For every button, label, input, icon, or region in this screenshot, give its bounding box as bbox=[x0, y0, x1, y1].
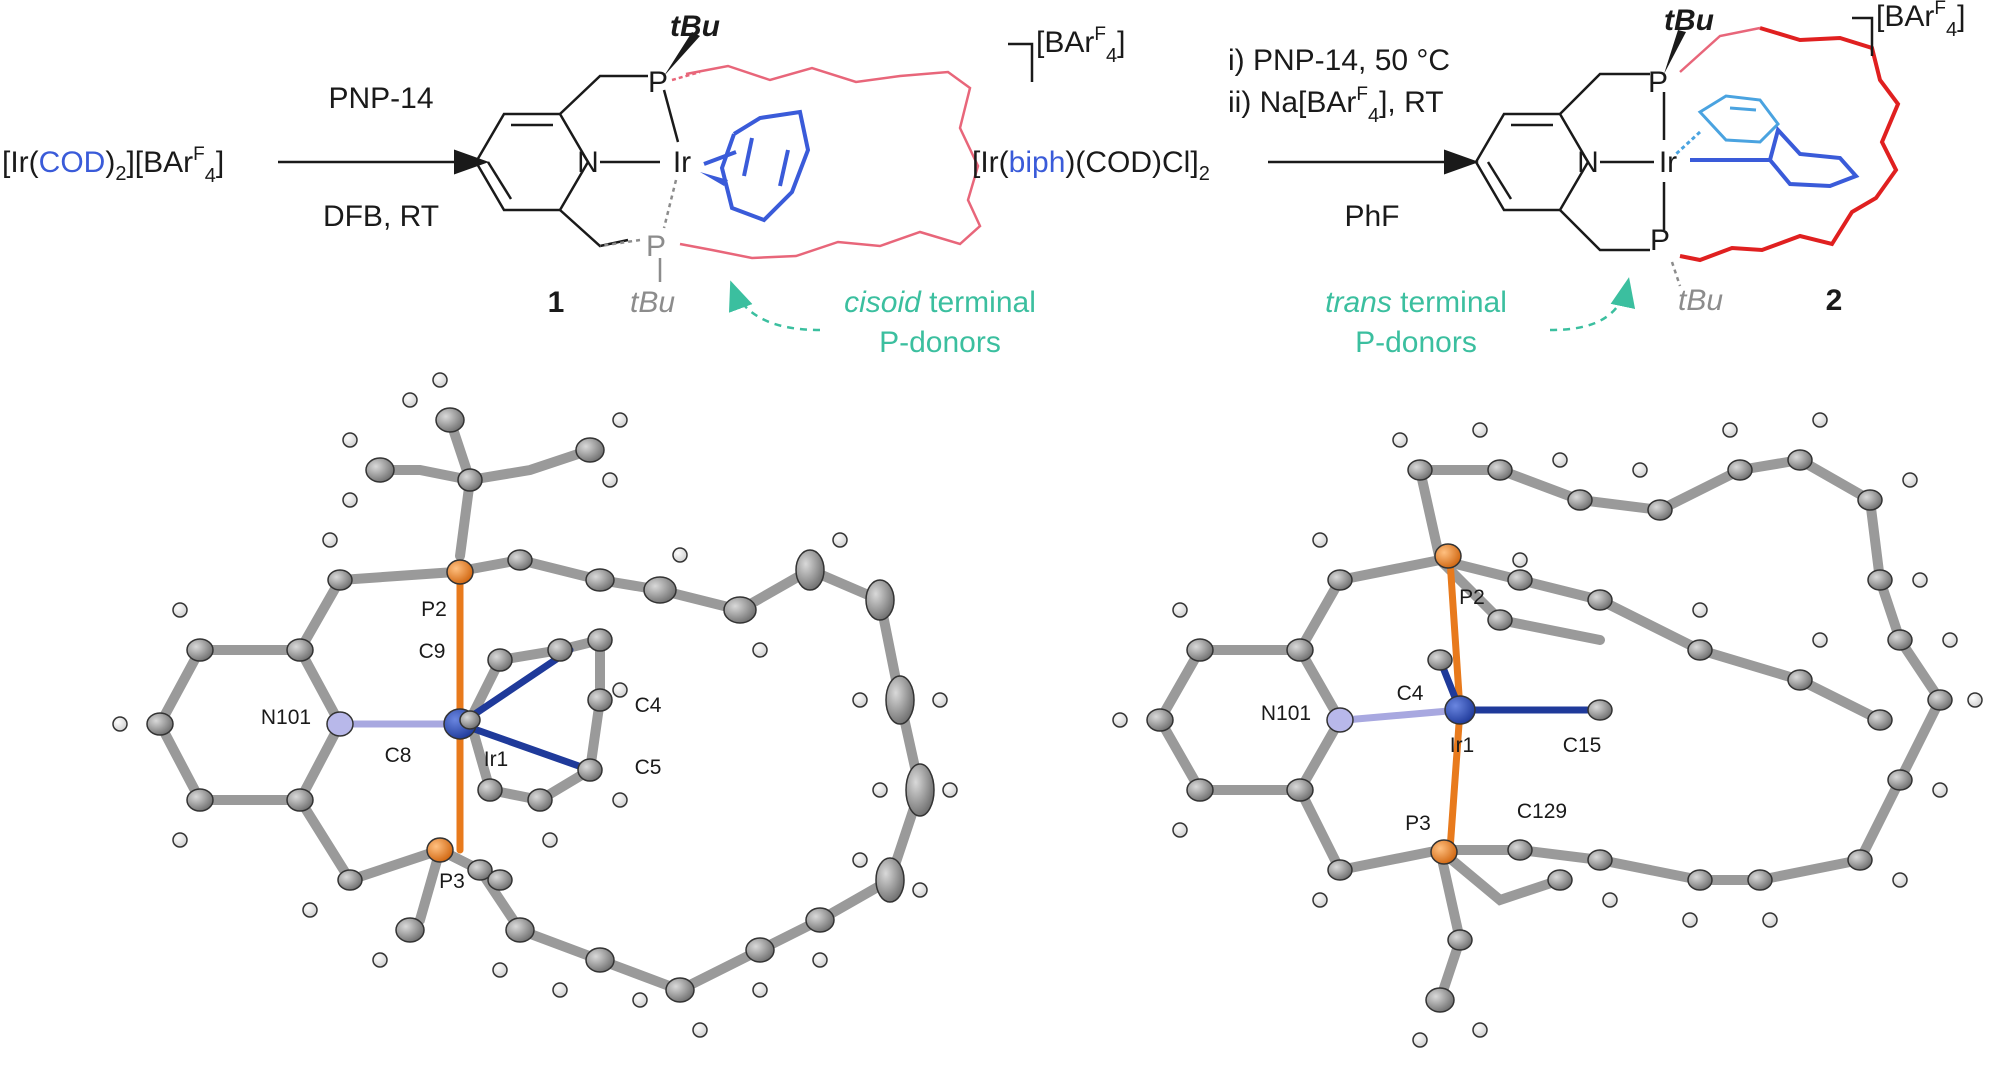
atom-P-bottom-2: P bbox=[1650, 224, 1670, 257]
label-P3-2: P3 bbox=[1405, 812, 1431, 835]
atom-N-2: N bbox=[1577, 146, 1599, 179]
left-reactant: [Ir(COD)2][BArF4] bbox=[2, 144, 224, 187]
label-C4-2: C4 bbox=[1397, 682, 1424, 705]
pink-chain-segment bbox=[1679, 26, 1761, 73]
left-reagent: PNP-14 bbox=[328, 82, 433, 115]
right-conditions: PhF bbox=[1344, 200, 1399, 233]
counter-anion-1: [BArF4] bbox=[1036, 24, 1125, 67]
cisoid-note-line1: cisoid terminal bbox=[844, 286, 1036, 319]
trans-note-line1: trans terminal bbox=[1325, 286, 1507, 319]
label-P2-1: P2 bbox=[421, 598, 447, 621]
tbu-bottom-1: tBu bbox=[630, 286, 675, 319]
label-C129-2: C129 bbox=[1517, 800, 1567, 823]
right-reactant: [Ir(biph)(COD)Cl]2 bbox=[972, 146, 1210, 185]
right-reaction: [Ir(biph)(COD)Cl]2 i) PNP-14, 50 °C ii) … bbox=[972, 0, 1965, 359]
label-C8-1: C8 bbox=[385, 744, 412, 767]
crystal-structure-1: P2 C9 C4 N101 C8 Ir1 C5 P3 bbox=[112, 372, 958, 1038]
pyridine-ring-2 bbox=[1474, 112, 1590, 212]
complex-1-structure bbox=[474, 32, 1034, 282]
cisoid-annotation-arrow bbox=[729, 280, 821, 332]
atom-P-top-1: P bbox=[648, 66, 668, 99]
atom-P-top-2: P bbox=[1648, 66, 1668, 99]
ortep-2-metal-bonds bbox=[1341, 556, 1604, 854]
atom-Ir-2: Ir bbox=[1659, 146, 1677, 179]
label-Ir1-1: Ir1 bbox=[484, 748, 509, 771]
compound-number-2: 2 bbox=[1826, 284, 1843, 317]
trans-annotation-arrow bbox=[1549, 277, 1636, 332]
red-macrocycle-chain bbox=[1679, 26, 1901, 263]
tbu-bottom-2: tBu bbox=[1678, 284, 1723, 317]
label-C4-1: C4 bbox=[635, 694, 662, 717]
label-C15-2: C15 bbox=[1563, 734, 1602, 757]
ortep-2-atoms bbox=[1112, 412, 1983, 1048]
atom-N-1: N bbox=[577, 146, 599, 179]
label-N101-1: N101 bbox=[261, 706, 311, 729]
pink-macrocycle-chain bbox=[679, 64, 982, 260]
trans-note-line2: P-donors bbox=[1355, 326, 1477, 359]
label-Ir1-2: Ir1 bbox=[1450, 734, 1475, 757]
left-conditions: DFB, RT bbox=[323, 200, 439, 233]
left-reaction: [Ir(COD)2][BArF4] PNP-14 DFB, RT bbox=[2, 10, 1125, 359]
ortep-1-metal-bonds bbox=[341, 571, 594, 854]
label-P3-1: P3 bbox=[439, 870, 465, 893]
pyridine-ring bbox=[474, 112, 590, 212]
label-C5-1: C5 bbox=[635, 756, 662, 779]
label-P2-2: P2 bbox=[1459, 586, 1485, 609]
ortep-1-bonds bbox=[154, 415, 926, 996]
atom-Ir-1: Ir bbox=[673, 146, 691, 179]
ortep-2-bonds bbox=[1154, 454, 1946, 1005]
biphenyl-ring-b bbox=[1690, 125, 1860, 189]
counter-anion-2: [BArF4] bbox=[1876, 0, 1965, 41]
atom-P-bottom-1: P bbox=[646, 230, 666, 263]
cisoid-note-line2: P-donors bbox=[879, 326, 1001, 359]
label-N101-2: N101 bbox=[1261, 702, 1311, 725]
ortep-1-atoms bbox=[112, 372, 958, 1038]
crystal-structure-2: P2 N101 C4 Ir1 C15 P3 C129 bbox=[1112, 412, 1983, 1048]
tbu-top-1: tBu bbox=[670, 10, 720, 43]
cod-ligand bbox=[700, 109, 811, 223]
tbu-top-2: tBu bbox=[1664, 4, 1714, 37]
right-step-1: i) PNP-14, 50 °C bbox=[1228, 44, 1450, 77]
label-C9-1: C9 bbox=[419, 640, 446, 663]
biphenyl-ligand bbox=[1674, 94, 1780, 156]
complex-2-structure bbox=[1474, 16, 1901, 287]
compound-number-1: 1 bbox=[548, 286, 565, 319]
right-step-2: ii) Na[BArF4], RT bbox=[1228, 84, 1444, 127]
